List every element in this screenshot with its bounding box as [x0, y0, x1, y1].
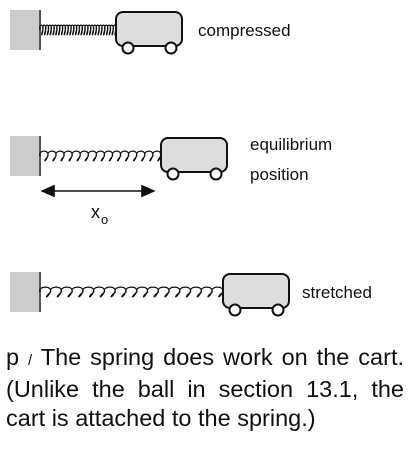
cart-wheel [271, 303, 285, 317]
cart-body [160, 137, 228, 173]
cart-wheel [121, 41, 135, 55]
state-label-stretched: stretched [302, 283, 372, 302]
caption-tag: p [6, 344, 20, 370]
caption-separator: / [28, 352, 33, 369]
cart-body [222, 273, 290, 309]
cart-wheel [228, 303, 242, 317]
wall [10, 10, 40, 50]
spring-compressed [39, 24, 117, 36]
cart-body [115, 11, 183, 47]
panel-equilibrium: equilibrium position x o [10, 135, 332, 227]
panel-stretched: stretched [10, 272, 372, 317]
cart-wheel [166, 167, 180, 181]
state-label-compressed: compressed [198, 21, 291, 40]
spring-cart-diagram: compressed equilibrium position x o stre… [10, 10, 372, 317]
panel-compressed: compressed [10, 10, 291, 55]
state-label-equilibrium-line2: position [250, 165, 309, 184]
state-label-equilibrium-line1: equilibrium [250, 135, 332, 154]
spring-equilibrium [39, 150, 162, 162]
figure-caption: p / The spring does work on the cart. (U… [6, 343, 404, 433]
cart-wheel [209, 167, 223, 181]
spring-stretched [39, 286, 224, 298]
displacement-symbol: x [91, 202, 100, 222]
wall [10, 272, 40, 312]
caption-text: The spring does work on the cart. (Unlik… [6, 344, 405, 431]
displacement-subscript: o [101, 212, 108, 227]
cart-wheel [164, 41, 178, 55]
wall [10, 136, 40, 176]
